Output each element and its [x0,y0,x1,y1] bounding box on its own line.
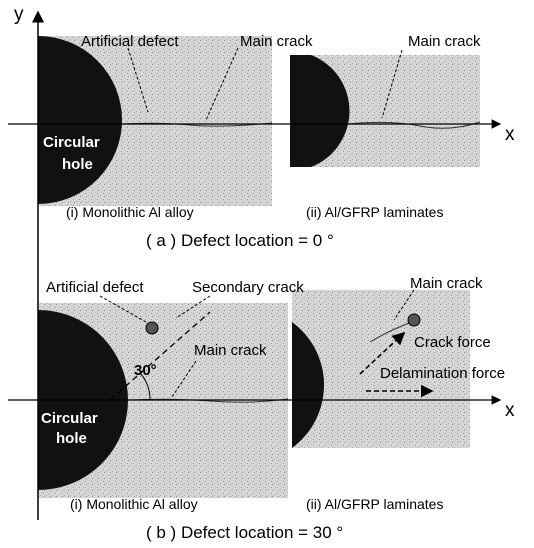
main-crack-label-a-ii: Main crack [408,33,481,50]
hole-label-a-line1: Circular [43,134,100,151]
x-axis-label-b: x [505,400,515,421]
artificial-defect-label-a: Artificial defect [81,33,179,50]
delamination-force-label: Delamination force [380,365,505,382]
crack-force-label: Crack force [414,334,491,351]
panel-a: Artificial defect Main crack Main crack … [38,33,481,250]
main-crack-label-a-i: Main crack [240,33,313,50]
hole-label-b-line2: hole [56,430,87,447]
panel-b: Artificial defect Secondary crack 30° Ma… [38,275,505,542]
caption-a-ii: (ii) Al/GFRP laminates [306,204,443,220]
caption-b-i: (i) Monolithic Al alloy [70,496,198,512]
artificial-defect-b [146,322,158,334]
hole-label-b-line1: Circular [41,410,98,427]
caption-a-i: (i) Monolithic Al alloy [66,204,194,220]
secondary-crack-label-b: Secondary crack [192,279,304,296]
angle-label: 30° [134,362,157,379]
caption-b-ii: (ii) Al/GFRP laminates [306,496,443,512]
main-crack-label-b-i: Main crack [194,342,267,359]
panel-b-title: ( b ) Defect location = 30 ° [146,523,343,542]
y-axis-label: y [14,4,24,25]
hole-label-a-line2: hole [62,156,93,173]
artificial-defect-b-ii [408,314,420,326]
main-crack-label-b-ii: Main crack [410,275,483,292]
artificial-defect-label-b: Artificial defect [46,279,144,296]
panel-a-title: ( a ) Defect location = 0 ° [146,231,334,250]
x-axis-label-a: x [505,124,515,145]
